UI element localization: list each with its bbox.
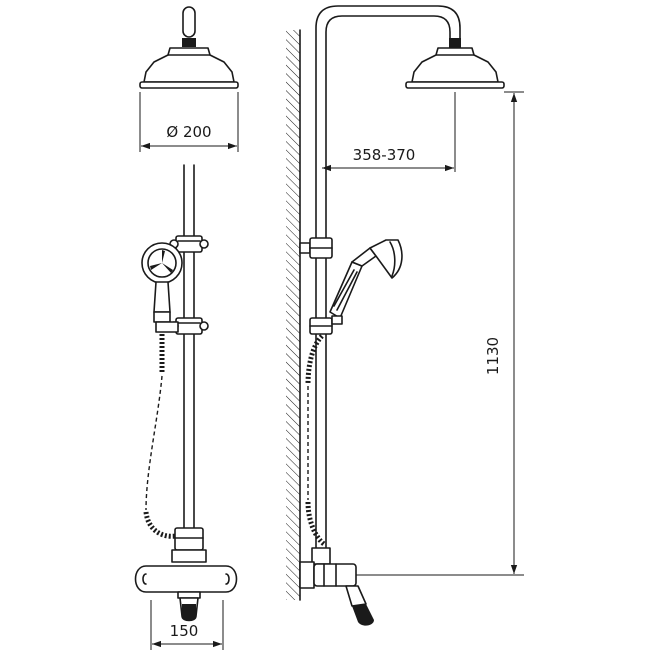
- side-riser-and-arm: [315, 5, 461, 549]
- front-mixer: [134, 527, 238, 622]
- wall-section: [286, 29, 301, 601]
- side-hose: [305, 334, 326, 546]
- front-view: Ø 200: [134, 6, 239, 650]
- height-dimension: 1130: [356, 91, 524, 576]
- side-view: 358-370: [286, 5, 524, 626]
- arm-reach-dimension: 358-370: [322, 92, 456, 172]
- side-upper-bracket: [299, 237, 333, 259]
- side-shower-head: [405, 47, 505, 89]
- side-slider-bracket: [309, 315, 343, 335]
- side-mixer: [299, 547, 374, 626]
- mixer-width-label: 150: [170, 622, 199, 640]
- front-hand-shower: [141, 242, 183, 323]
- mixer-width-dimension: 150: [150, 600, 224, 650]
- front-slider-bracket: [155, 317, 209, 335]
- head-diameter-label: Ø 200: [166, 123, 211, 141]
- front-riser-rail: [183, 164, 195, 529]
- front-top-pipe: [182, 6, 196, 47]
- front-shower-head: [139, 47, 239, 89]
- height-label: 1130: [484, 337, 502, 375]
- head-diameter-dimension: Ø 200: [139, 92, 239, 152]
- front-hose: [143, 334, 177, 539]
- arm-reach-label: 358-370: [353, 146, 416, 164]
- side-hand-shower: [329, 239, 403, 319]
